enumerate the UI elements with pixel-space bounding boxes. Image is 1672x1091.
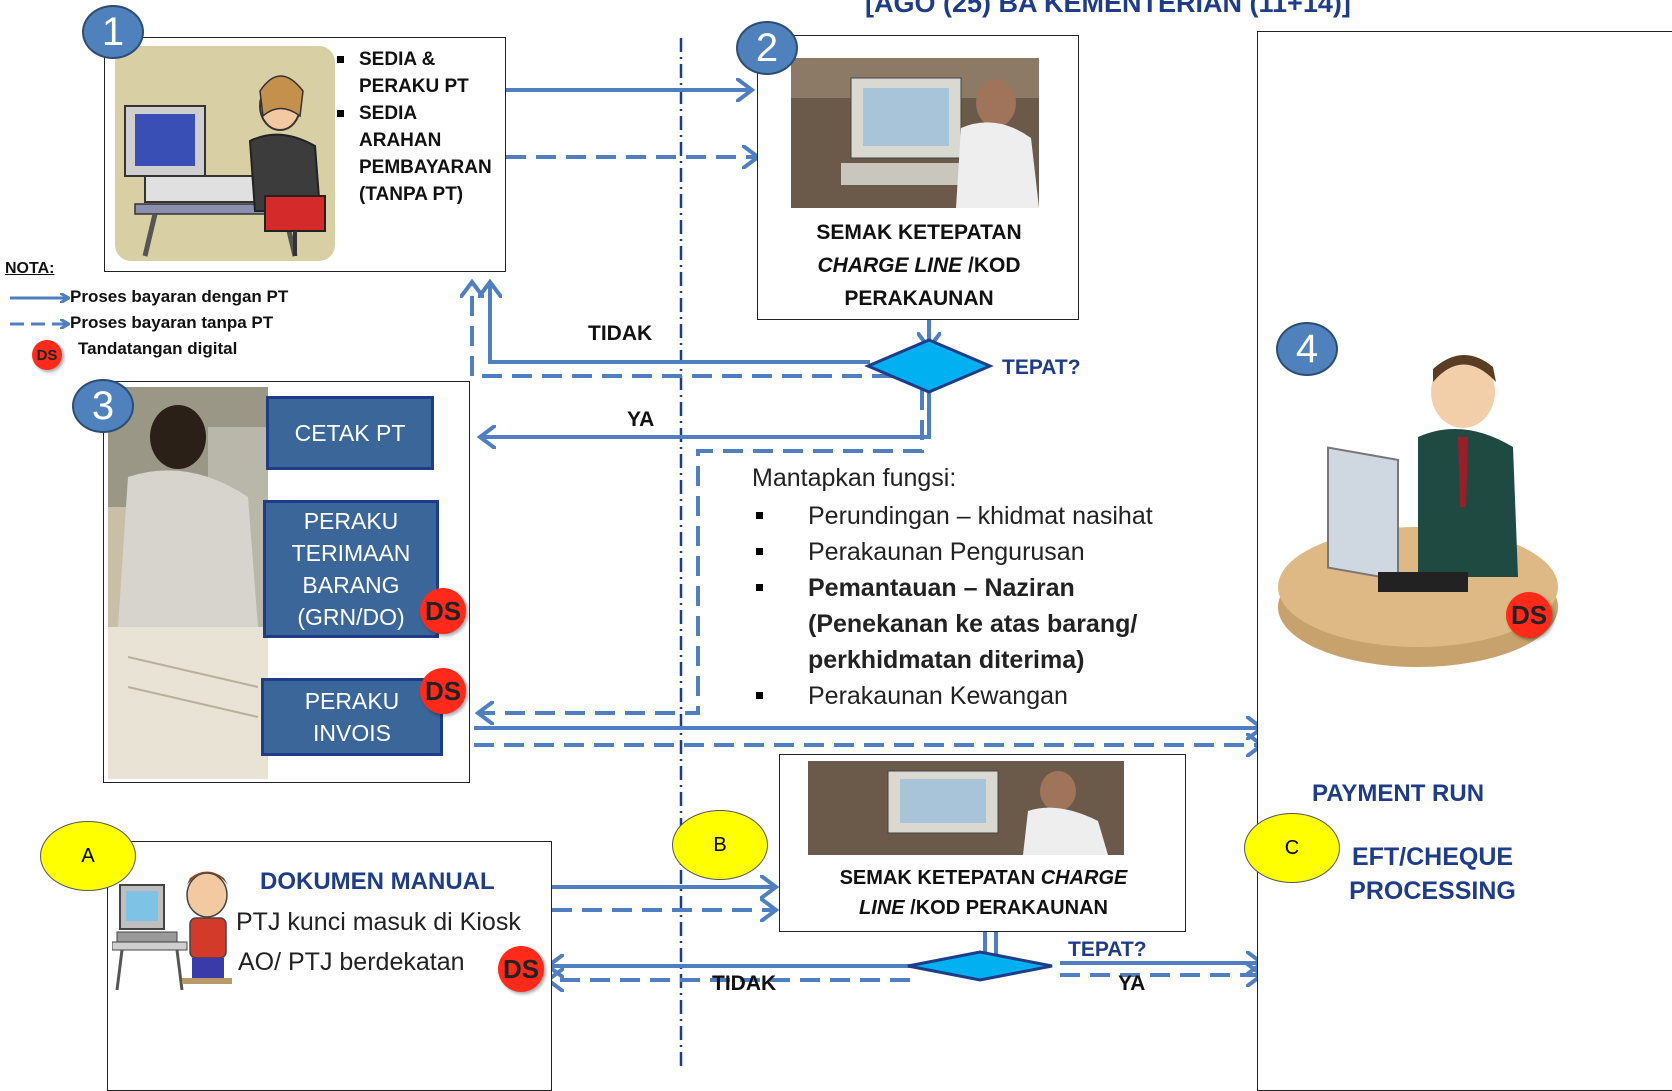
nota-title: NOTA:	[5, 260, 55, 277]
step-2-number-badge: 2	[736, 21, 798, 75]
decision-bottom-yes-label: YA	[1118, 972, 1146, 995]
kod-text: /KOD	[962, 254, 1021, 277]
step-1-bullets: SEDIA & PERAKU PT SEDIA ARAHAN PEMBAYARA…	[337, 46, 502, 208]
decision-top-yes-label: YA	[627, 408, 655, 431]
decision-top-no-label: TIDAK	[588, 322, 653, 345]
step-1-bullet: SEDIA & PERAKU PT	[337, 46, 502, 100]
mantapkan-list: Perundingan – khidmat nasihat Perakaunan…	[752, 498, 1212, 714]
legend-solid-label: Proses bayaran dengan PT	[70, 287, 289, 306]
step-3-number-badge: 3	[72, 379, 134, 433]
step-a-box: DOKUMEN MANUAL PTJ kunci masuk di Kiosk …	[107, 841, 552, 1091]
mantapkan-item: Perakaunan Kewangan	[752, 678, 1212, 714]
a-badge: A	[40, 821, 136, 891]
page-title: [AGO (25) BA KEMENTERIAN (11+14)]	[865, 0, 1351, 18]
step-a-line2: AO/ PTJ berdekatan	[238, 948, 465, 976]
step-2-caption: SEMAK KETEPATAN CHARGE LINE /KOD PERAKAU…	[758, 216, 1080, 315]
step-b-caption: SEMAK KETEPATAN CHARGE LINE /KOD PERAKAU…	[780, 863, 1187, 923]
step-1-bullet: SEDIA ARAHAN PEMBAYARAN (TANPA PT)	[337, 100, 502, 208]
eft-cheque-label: EFT/CHEQUE PROCESSING	[1320, 840, 1545, 908]
step-a-title: DOKUMEN MANUAL	[260, 868, 495, 895]
eft-cheque-line2: PROCESSING	[1349, 877, 1516, 905]
step-4-box	[1257, 31, 1672, 1091]
computer-user-illustration	[115, 46, 335, 261]
ds-step-4-icon: DS	[1506, 592, 1552, 638]
step-b-caption-pre: SEMAK KETEPATAN	[839, 867, 1041, 889]
decision-diamond-bottom	[907, 950, 1053, 982]
mantapkan-item: Pemantauan – Naziran (Penekanan ke atas …	[752, 570, 1212, 678]
arrow-ya-dashed	[478, 390, 924, 713]
step-2-caption-line1: SEMAK KETEPATAN	[816, 221, 1022, 244]
decision-top-question: TEPAT?	[1002, 356, 1081, 379]
b-badge: B	[672, 810, 768, 880]
operator-photo-b	[808, 761, 1124, 855]
arrow-tidak-dashed	[472, 282, 922, 378]
ds-step-a-icon: DS	[498, 946, 544, 992]
step-1-box: SEDIA & PERAKU PT SEDIA ARAHAN PEMBAYARA…	[104, 37, 506, 272]
clerk-photo	[108, 387, 268, 779]
peraku-invois-step: PERAKU INVOIS	[261, 678, 443, 756]
step-b-line-italic: LINE	[859, 897, 905, 919]
legend-ds-label: Tandatangan digital	[78, 339, 238, 358]
step-a-line1: PTJ kunci masuk di Kiosk	[236, 908, 521, 936]
mantapkan-title: Mantapkan fungsi:	[752, 464, 957, 492]
step-2-caption-line2: CHARGE LINE /KOD	[758, 249, 1080, 282]
step-b-caption-line2: LINE /KOD PERAKAUNAN	[780, 893, 1187, 923]
charge-line-italic: CHARGE LINE	[817, 254, 963, 277]
step-b-caption-line1: SEMAK KETEPATAN CHARGE	[780, 863, 1187, 893]
decision-bottom-no-label: TIDAK	[712, 972, 777, 995]
step-b-charge-italic: CHARGE	[1040, 867, 1128, 889]
decision-bottom-question: TEPAT?	[1068, 938, 1147, 961]
step-4-number-badge: 4	[1276, 322, 1338, 376]
legend-dashed-label: Proses bayaran tanpa PT	[70, 313, 274, 332]
step-2-caption-line3: PERAKAUNAN	[844, 287, 994, 310]
ds-terimaan-icon: DS	[420, 588, 466, 634]
headset-operator-illustration	[1278, 354, 1558, 667]
decision-diamond-top	[864, 338, 994, 394]
arrow-tidak-solid	[490, 282, 870, 364]
mantapkan-item: Perakaunan Pengurusan	[752, 534, 1212, 570]
legend-ds-icon: DS	[32, 340, 62, 370]
step-b-box: SEMAK KETEPATAN CHARGE LINE /KOD PERAKAU…	[779, 754, 1186, 932]
step-2-box: SEMAK KETEPATAN CHARGE LINE /KOD PERAKAU…	[757, 35, 1079, 320]
step-b-caption-rest: /KOD PERAKAUNAN	[904, 897, 1108, 919]
operator-photo	[791, 58, 1039, 208]
arrow-ya-solid	[480, 382, 931, 437]
mantapkan-item: Perundingan – khidmat nasihat	[752, 498, 1212, 534]
eft-cheque-line1: EFT/CHEQUE	[1351, 843, 1514, 871]
child-computer-illustration	[112, 871, 232, 991]
ds-invois-icon: DS	[420, 668, 466, 714]
c-badge: C	[1244, 813, 1340, 883]
peraku-terimaan-step: PERAKU TERIMAAN BARANG (GRN/DO)	[263, 500, 439, 638]
step-1-number-badge: 1	[82, 5, 144, 59]
cetak-pt-step: CETAK PT	[266, 396, 434, 470]
payment-run-label: PAYMENT RUN	[1312, 780, 1485, 807]
